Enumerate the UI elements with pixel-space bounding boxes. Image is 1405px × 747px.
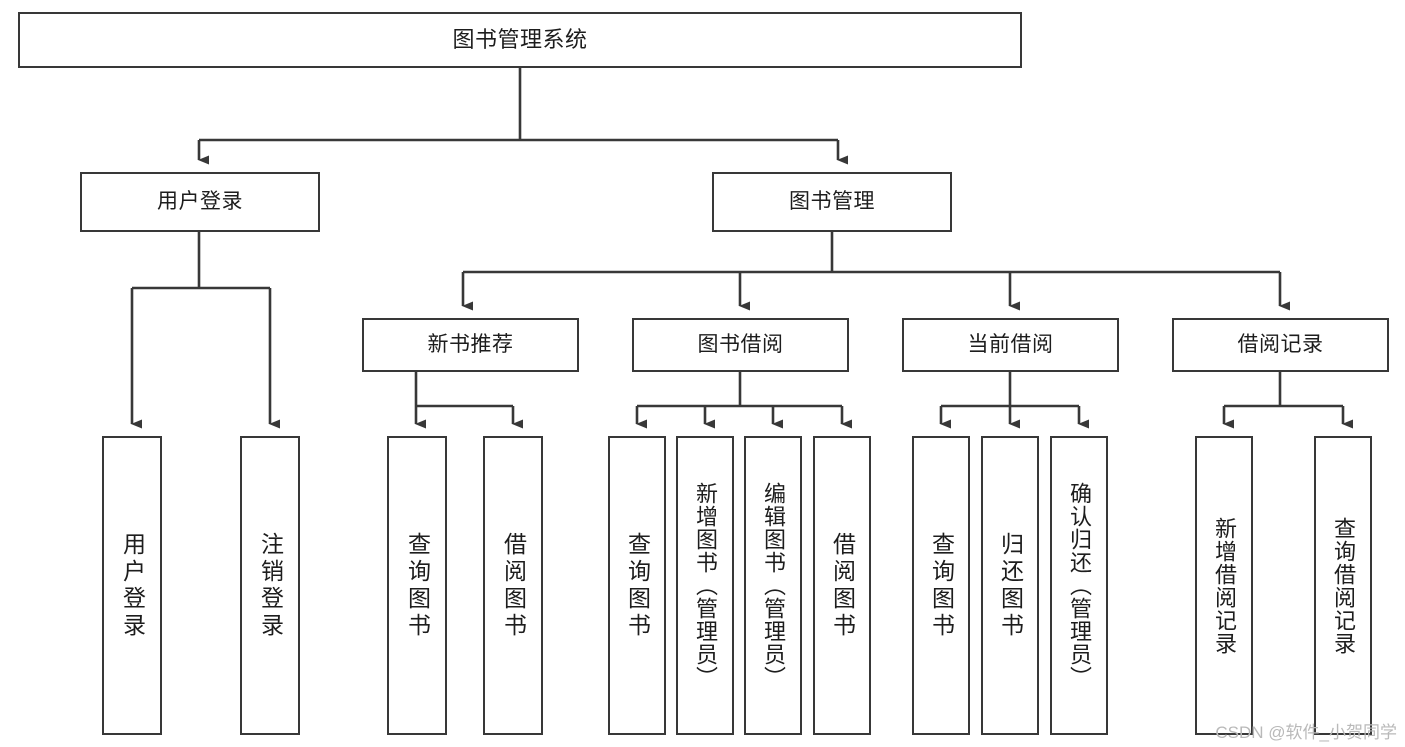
node-root-book-management-system[interactable]: 图书管理系统	[18, 12, 1022, 68]
node-label: 新书推荐	[427, 332, 514, 356]
node-current-borrow[interactable]: 当前借阅	[902, 318, 1119, 372]
node-label: 编辑图书（管理员）	[761, 482, 786, 689]
leaf-query-book-recommend[interactable]: 查询图书	[387, 436, 447, 735]
node-label: 注销登录	[257, 531, 284, 640]
node-borrow-record[interactable]: 借阅记录	[1172, 318, 1389, 372]
node-label: 图书管理系统	[452, 27, 588, 53]
node-label: 借阅图书	[500, 531, 527, 640]
node-label: 查询图书	[624, 531, 651, 640]
node-label: 查询图书	[928, 531, 955, 640]
node-label: 用户登录	[119, 531, 146, 640]
leaf-borrow-book-recommend[interactable]: 借阅图书	[483, 436, 543, 735]
leaf-query-book-current[interactable]: 查询图书	[912, 436, 970, 735]
node-label: 新增借阅记录	[1212, 516, 1237, 655]
node-label: 借阅图书	[829, 531, 856, 640]
leaf-add-book-admin[interactable]: 新增图书（管理员）	[676, 436, 734, 735]
csdn-watermark: CSDN @软件_小贺同学	[1215, 723, 1397, 742]
leaf-return-book[interactable]: 归还图书	[981, 436, 1039, 735]
node-label: 图书借阅	[697, 332, 784, 356]
leaf-edit-book-admin[interactable]: 编辑图书（管理员）	[744, 436, 802, 735]
node-book-management[interactable]: 图书管理	[712, 172, 952, 232]
leaf-logout[interactable]: 注销登录	[240, 436, 300, 735]
node-label: 用户登录	[157, 189, 243, 213]
leaf-query-book-borrow[interactable]: 查询图书	[608, 436, 666, 735]
node-new-book-recommend[interactable]: 新书推荐	[362, 318, 579, 372]
node-book-borrow[interactable]: 图书借阅	[632, 318, 849, 372]
node-label: 归还图书	[997, 531, 1024, 640]
leaf-confirm-return-admin[interactable]: 确认归还（管理员）	[1050, 436, 1108, 735]
leaf-add-borrow-record[interactable]: 新增借阅记录	[1195, 436, 1253, 735]
node-label: 当前借阅	[967, 332, 1054, 356]
node-label: 借阅记录	[1237, 332, 1324, 356]
node-user-login[interactable]: 用户登录	[80, 172, 320, 232]
leaf-borrow-book[interactable]: 借阅图书	[813, 436, 871, 735]
leaf-user-login[interactable]: 用户登录	[102, 436, 162, 735]
leaf-query-borrow-record[interactable]: 查询借阅记录	[1314, 436, 1372, 735]
node-label: 新增图书（管理员）	[693, 482, 718, 689]
node-label: 确认归还（管理员）	[1067, 482, 1092, 689]
node-label: 查询借阅记录	[1331, 516, 1356, 655]
node-label: 图书管理	[789, 189, 875, 213]
node-label: 查询图书	[404, 531, 431, 640]
